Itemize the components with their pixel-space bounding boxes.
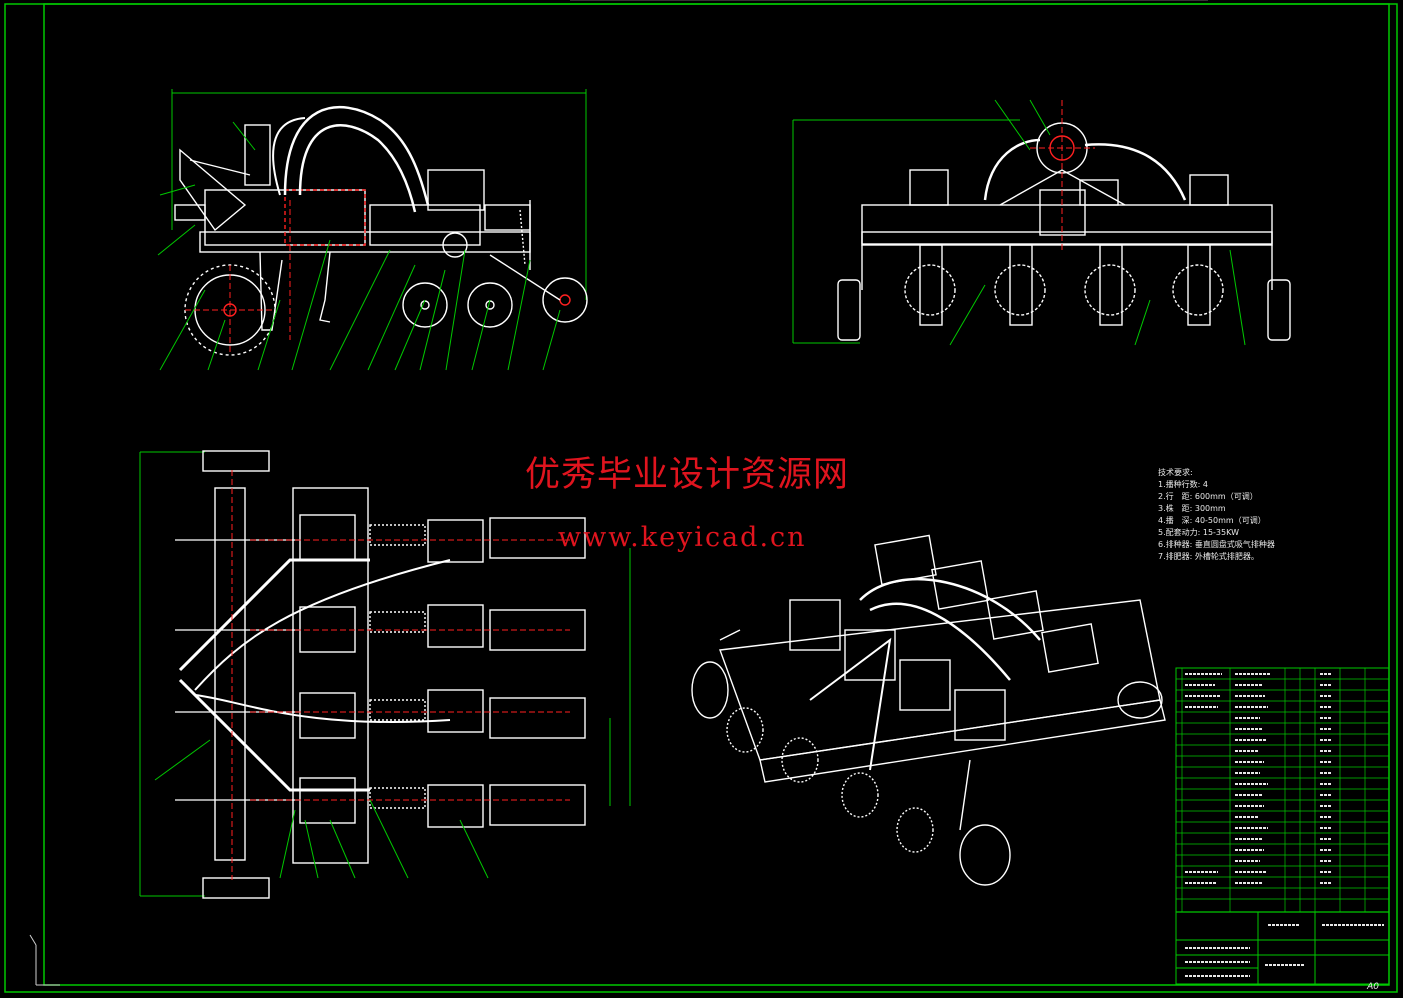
tech-req-item: 3.株 距: 300mm bbox=[1158, 504, 1226, 513]
tech-req-item: 1.播种行数: 4 bbox=[1158, 480, 1208, 489]
sheet-size-label: A0 bbox=[1367, 982, 1379, 992]
tech-req-item: 5.配套动力: 15-35KW bbox=[1158, 528, 1239, 537]
tech-req-item: 7.排肥器: 外槽轮式排肥器。 bbox=[1158, 552, 1259, 561]
side-view bbox=[157, 89, 588, 371]
bom-text-marks bbox=[1185, 673, 1384, 977]
ucs-y-axis-icon bbox=[29, 934, 60, 986]
isometric-view bbox=[691, 534, 1166, 886]
title-block bbox=[1175, 667, 1390, 985]
top-view bbox=[139, 450, 631, 899]
technical-requirements: 技术要求: 1.播种行数: 4 2.行 距: 600mm（可调） 3.株 距: … bbox=[1158, 467, 1275, 563]
watermark-title: 优秀毕业设计资源网 bbox=[525, 455, 850, 495]
tech-req-item: 2.行 距: 600mm（可调） bbox=[1158, 492, 1258, 501]
front-view bbox=[792, 99, 1291, 346]
drawing-frame bbox=[4, 0, 1398, 993]
tech-req-item: 6.排种器: 垂直圆盘式吸气排种器 bbox=[1158, 540, 1275, 549]
tech-req-item: 4.播 深: 40-50mm（可调） bbox=[1158, 516, 1266, 525]
tech-req-heading: 技术要求: bbox=[1158, 468, 1193, 477]
watermark-url: www.keyicad.cn bbox=[558, 522, 807, 553]
